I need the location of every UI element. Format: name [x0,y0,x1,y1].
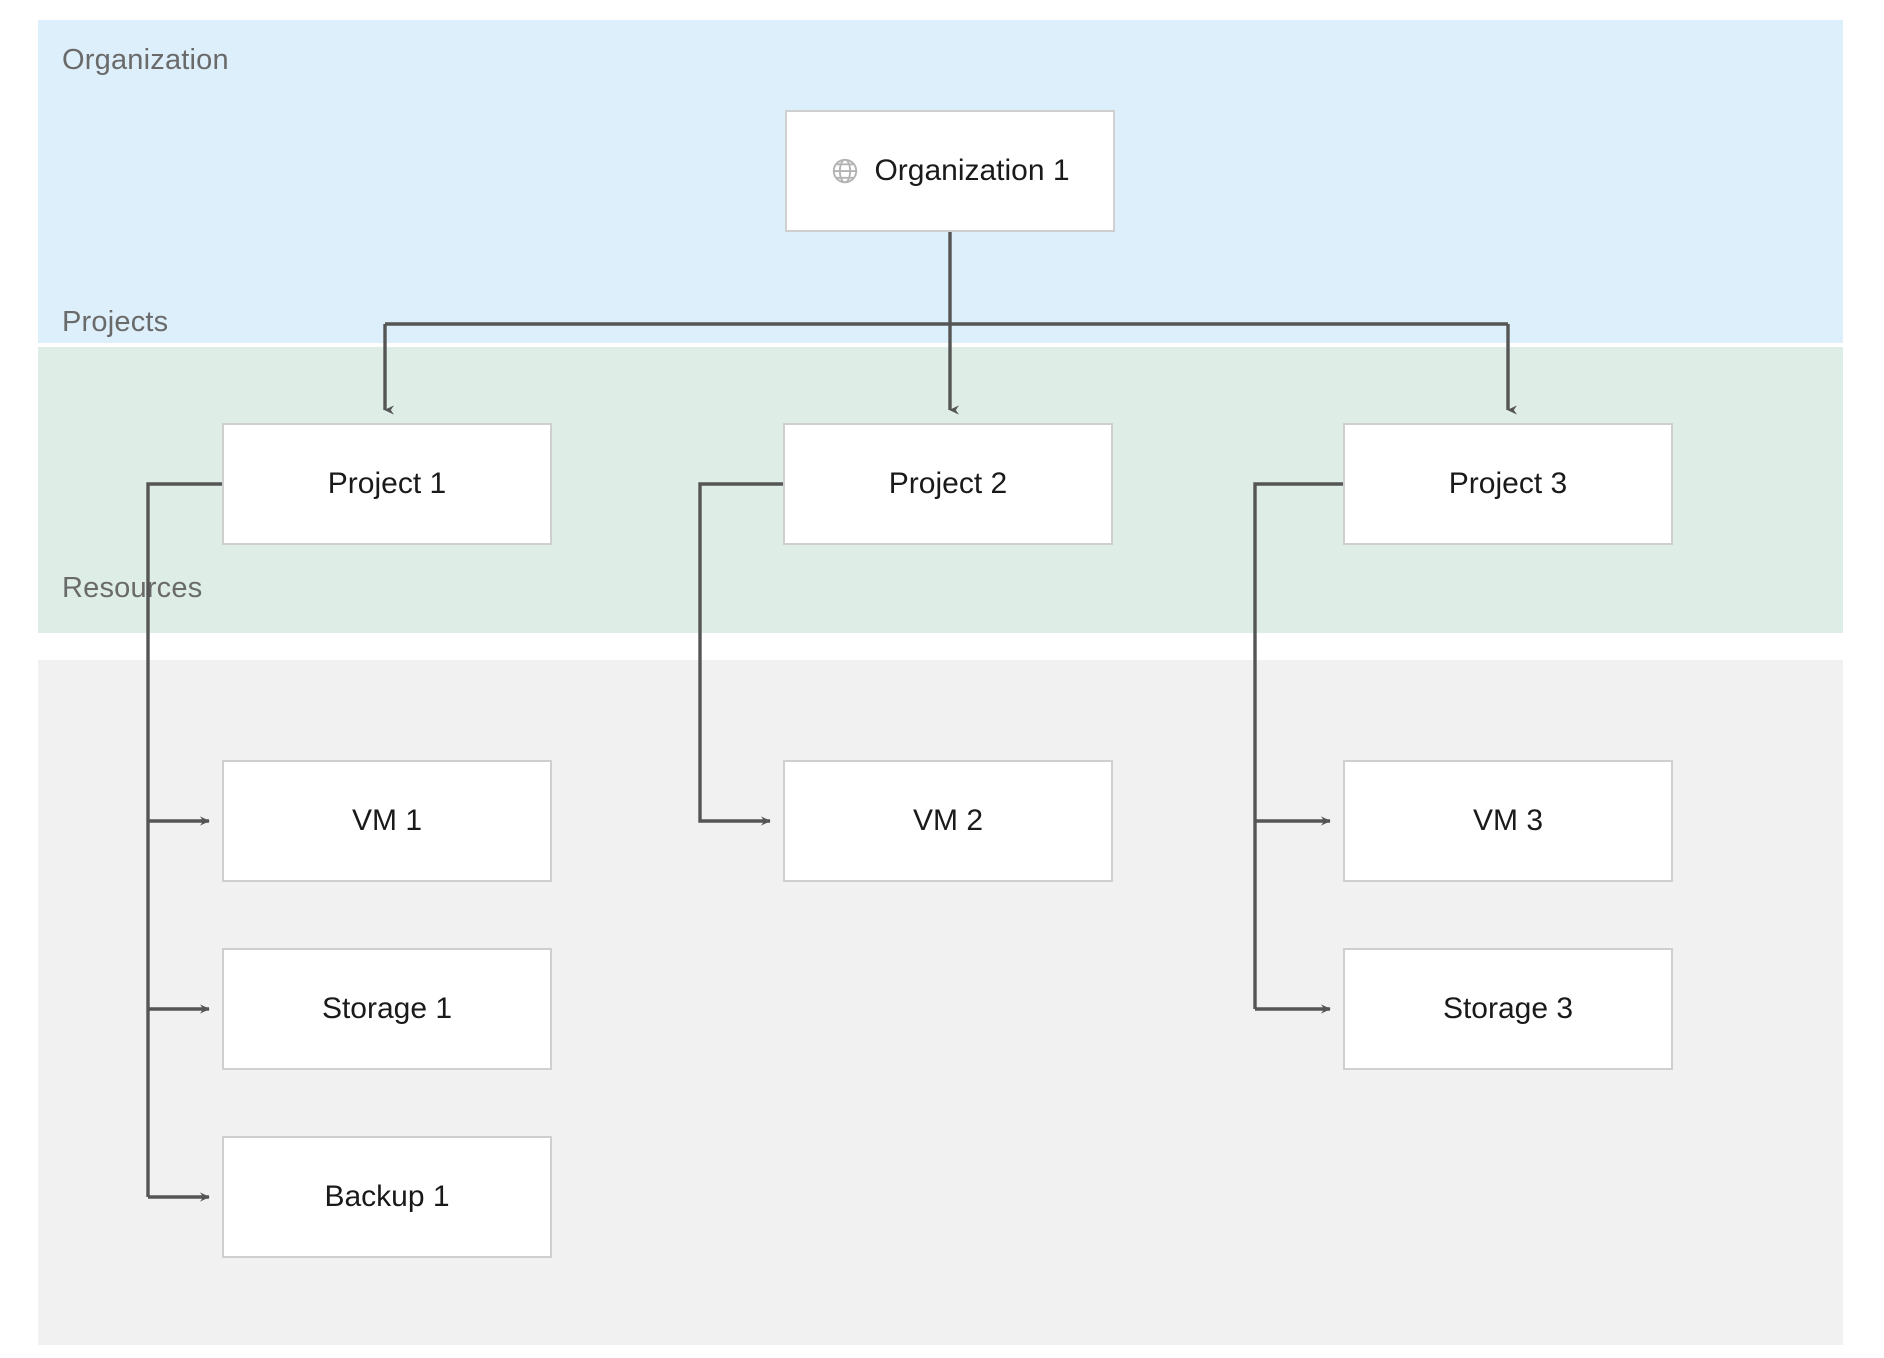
band-label-organization: Organization [62,44,229,76]
node-label: Storage 1 [321,992,453,1025]
node-label: VM 3 [1472,804,1544,837]
node-project-2[interactable]: Project 2 [783,423,1113,545]
node-storage-1[interactable]: Storage 1 [222,948,552,1070]
node-vm-3[interactable]: VM 3 [1343,760,1673,882]
node-label: VM 2 [912,804,984,837]
band-label-projects: Projects [62,306,169,338]
node-organization-1[interactable]: Organization 1 [785,110,1115,232]
node-vm-2[interactable]: VM 2 [783,760,1113,882]
node-project-3[interactable]: Project 3 [1343,423,1673,545]
node-backup-1[interactable]: Backup 1 [222,1136,552,1258]
node-label: Backup 1 [324,1180,450,1213]
globe-icon [833,158,858,184]
node-vm-1[interactable]: VM 1 [222,760,552,882]
node-storage-3[interactable]: Storage 3 [1343,948,1673,1070]
node-label: Project 2 [888,467,1008,500]
node-label: Storage 3 [1442,992,1574,1025]
node-label: Project 3 [1448,467,1568,500]
band-label-resources: Resources [62,572,203,604]
node-label: VM 1 [351,804,423,837]
node-label: Organization 1 [874,154,1070,187]
node-project-1[interactable]: Project 1 [222,423,552,545]
node-label: Project 1 [327,467,447,500]
